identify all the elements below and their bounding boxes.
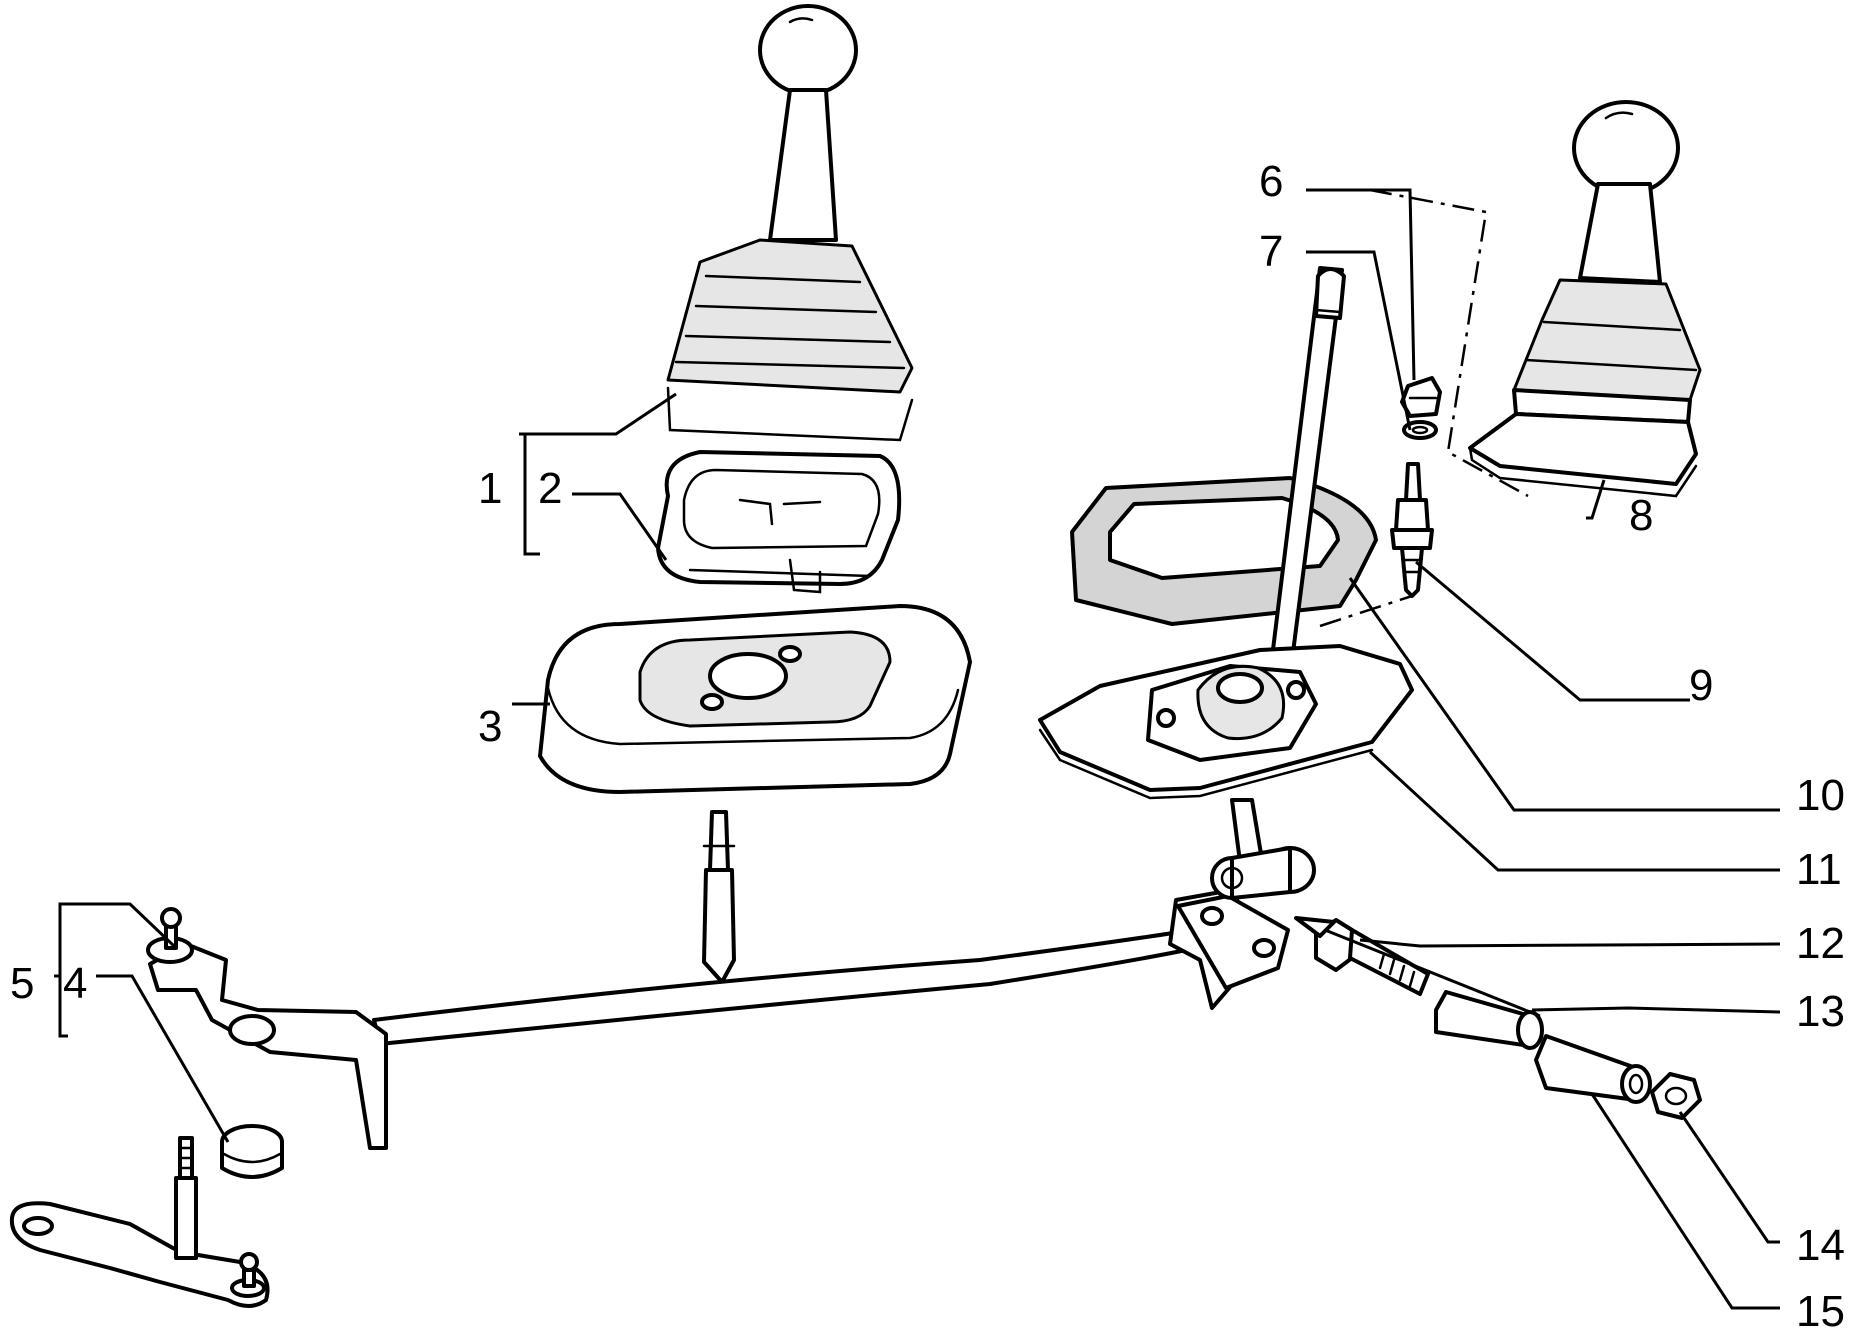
spacer-bushing-short [1434, 990, 1544, 1050]
leader-lines [54, 188, 1781, 1310]
bolt [1314, 918, 1430, 996]
lever-housing-plate [1038, 644, 1414, 800]
nut-small [1400, 376, 1442, 418]
callout-1: 1 [478, 464, 502, 513]
selector-bracket [146, 907, 388, 1150]
callout-9: 9 [1689, 661, 1713, 710]
callout-4: 4 [63, 959, 87, 1008]
base-plate [538, 604, 972, 794]
callout-11: 11 [1796, 845, 1842, 894]
gear-lever-right [1572, 100, 1680, 284]
gear-boot-right [1468, 278, 1702, 498]
callout-3: 3 [478, 702, 502, 751]
callout-labels: 1 2 3 4 5 6 7 8 9 10 11 12 13 14 15 [10, 157, 1845, 1336]
washer-small [1402, 420, 1438, 440]
stud-pin [1390, 462, 1434, 598]
callout-14: 14 [1796, 1221, 1845, 1270]
callout-5: 5 [10, 959, 34, 1008]
assembly-guide-line [1369, 188, 1529, 498]
callout-6: 6 [1259, 157, 1283, 206]
foam-gasket [1070, 476, 1378, 626]
hex-nut [1650, 1072, 1702, 1120]
assembly-direction-arrow [1294, 916, 1541, 1018]
lower-lever-rod [702, 810, 736, 984]
callout-13: 13 [1796, 987, 1845, 1036]
selector-rod [372, 888, 1290, 1046]
callout-15: 15 [1796, 1287, 1845, 1336]
callout-8: 8 [1629, 491, 1653, 540]
callout-12: 12 [1796, 919, 1845, 968]
spacer-bushing-long [1534, 1034, 1652, 1104]
assembly-guide-line-lower [1319, 594, 1413, 628]
lower-lever-eye [1210, 798, 1316, 900]
lower-selector-lever [9, 1136, 270, 1308]
guide-ring [656, 450, 902, 594]
gear-lever-shaft-right [1268, 266, 1346, 678]
callout-2: 2 [538, 464, 562, 513]
callout-7: 7 [1259, 227, 1283, 276]
gear-boot-left [666, 238, 914, 442]
gear-lever-left [758, 4, 858, 242]
bushing [220, 1124, 284, 1179]
callout-10: 10 [1796, 771, 1845, 820]
